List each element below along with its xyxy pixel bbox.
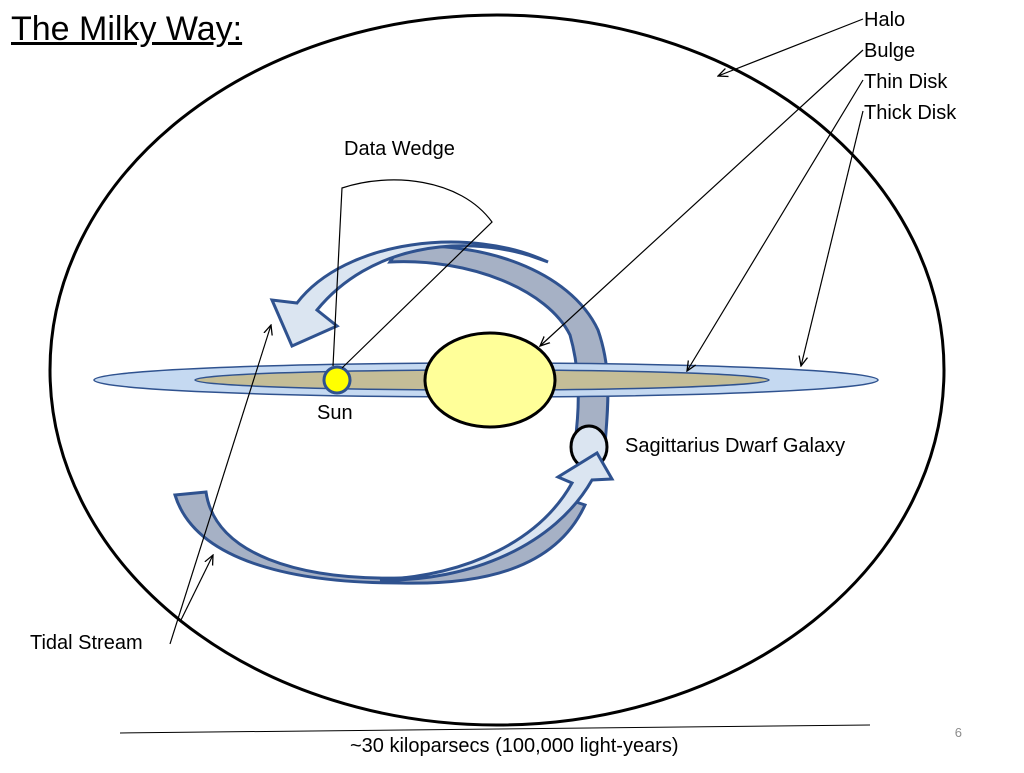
stream-lower-band (173, 490, 588, 585)
tidal-stream-label: Tidal Stream (30, 632, 143, 654)
halo-pointer (718, 18, 864, 76)
page-title: The Milky Way: (11, 10, 243, 48)
sagittarius-label: Sagittarius Dwarf Galaxy (625, 435, 846, 457)
data-wedge-bracket (332, 179, 493, 369)
thick-disk-pointer (801, 110, 864, 366)
scale-line (119, 724, 871, 734)
stream-upper-arrow (269, 240, 549, 348)
sun-marker (322, 365, 352, 395)
thick-disk-label: Thick Disk (864, 102, 957, 124)
stream-lower-arrow (379, 450, 615, 582)
halo-label: Halo (864, 9, 906, 31)
scale-caption: ~30 kiloparsecs (100,000 light-years) (350, 735, 679, 757)
thin-disk-label: Thin Disk (864, 71, 948, 93)
bulge-label: Bulge (864, 40, 916, 62)
bulge-pointer (540, 49, 864, 346)
sun-label: Sun (317, 402, 353, 424)
thin-disk-pointer (687, 79, 864, 371)
page-number: 6 (954, 725, 962, 740)
tidal-stream-pointer-lower (179, 555, 213, 623)
tidal-stream-pointer-upper (169, 325, 271, 645)
halo-ellipse (48, 13, 946, 727)
data-wedge-label: Data Wedge (344, 138, 455, 160)
bulge-ellipse (423, 331, 557, 429)
